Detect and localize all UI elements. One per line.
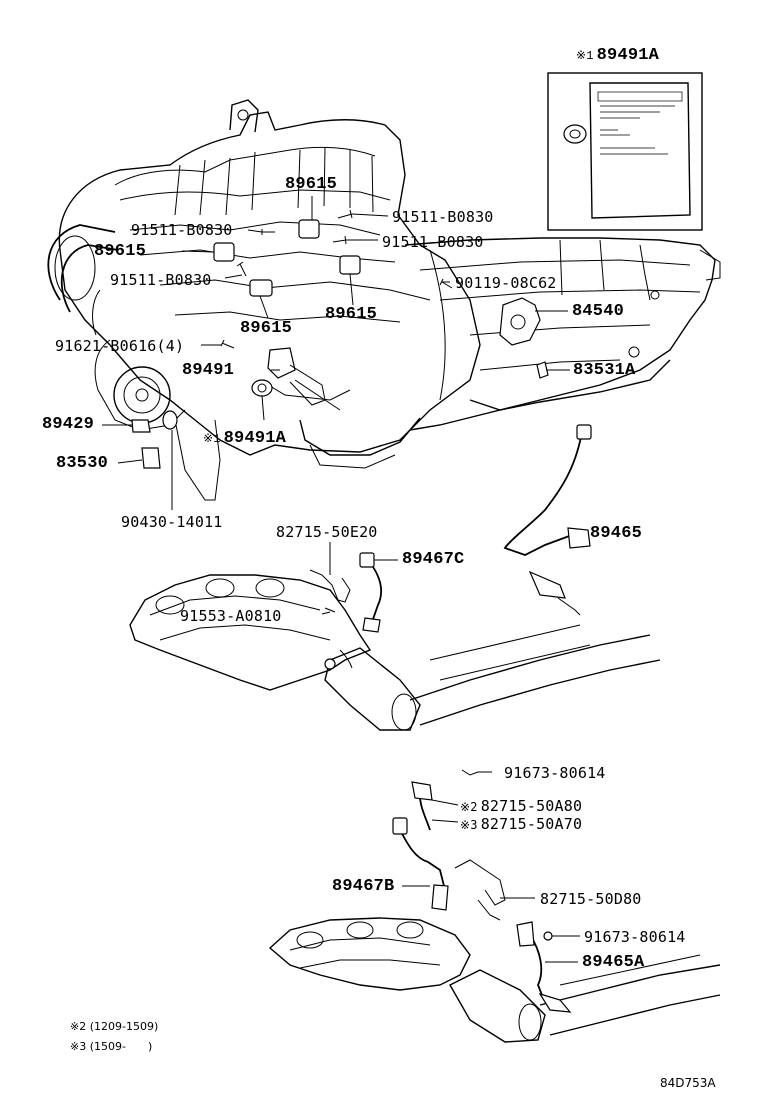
exhaust-manifold-left: [129, 552, 661, 731]
part-84540[interactable]: 84540: [572, 302, 625, 321]
part-90119[interactable]: 90119-08C62: [455, 274, 557, 292]
part-89467C[interactable]: 89467C: [402, 550, 465, 569]
part-91673-lower[interactable]: 91673-80614: [584, 928, 686, 946]
engine-sensors: [131, 209, 453, 469]
part-89465A[interactable]: 89465A: [582, 953, 645, 972]
part-82715-50A70-mark: ※3: [460, 818, 478, 832]
part-89615-mid-left[interactable]: 89615: [240, 319, 293, 338]
leader-lines-upper: [102, 196, 585, 615]
part-82715-50D80[interactable]: 82715-50D80: [540, 890, 642, 908]
footnote-3-range-open: (1509-: [89, 1040, 126, 1053]
diagram-code: 84D753A: [660, 1076, 716, 1090]
inset-part-number: 89491A: [596, 46, 660, 65]
part-89465[interactable]: 89465: [590, 524, 643, 543]
sensor-89465: [503, 424, 592, 616]
part-89429[interactable]: 89429: [42, 415, 95, 434]
part-91511-right-upper[interactable]: 91511-B0830: [392, 208, 494, 226]
part-89615-mid-right[interactable]: 89615: [325, 305, 378, 324]
part-89467B[interactable]: 89467B: [332, 877, 395, 896]
part-89491[interactable]: 89491: [182, 361, 235, 380]
part-90430[interactable]: 90430-14011: [121, 513, 223, 531]
footnote-3: ※3 (1509-): [70, 1040, 152, 1054]
part-89615-top[interactable]: 89615: [285, 175, 338, 194]
exhaust-manifold-right: [268, 769, 721, 1043]
part-89491A-mark: ※1: [203, 432, 221, 446]
part-91511-right-lower[interactable]: 91511-B0830: [382, 233, 484, 251]
part-91511-left-upper[interactable]: 91511-B0830: [131, 221, 233, 239]
part-89491A: 89491A: [223, 429, 287, 448]
part-82715-50A70: 82715-50A70: [480, 815, 583, 833]
footnote-2-mark: ※2: [70, 1020, 87, 1033]
transmission: [404, 237, 721, 431]
part-82715-50A80: 82715-50A80: [480, 797, 583, 815]
part-83530[interactable]: 83530: [56, 454, 109, 473]
part-91621[interactable]: 91621-B0616(4): [55, 337, 185, 355]
part-91511-left-lower[interactable]: 91511-B0830: [110, 271, 212, 289]
inset-mark: ※1: [576, 49, 594, 63]
inset-panel: [547, 72, 703, 231]
footnote-2-range: (1209-1509): [89, 1020, 159, 1033]
footnote-3-range-close: ): [147, 1040, 153, 1053]
part-83531A[interactable]: 83531A: [573, 361, 636, 380]
part-89615-left[interactable]: 89615: [94, 242, 147, 261]
part-91673-upper[interactable]: 91673-80614: [504, 764, 606, 782]
part-82715-50A80-mark: ※2: [460, 800, 478, 814]
footnote-2: ※2 (1209-1509): [70, 1020, 158, 1034]
part-82715-50E20[interactable]: 82715-50E20: [276, 523, 378, 541]
part-91553[interactable]: 91553-A0810: [180, 607, 282, 625]
leader-lines-lower: [402, 771, 580, 963]
footnote-3-mark: ※3: [70, 1040, 87, 1053]
